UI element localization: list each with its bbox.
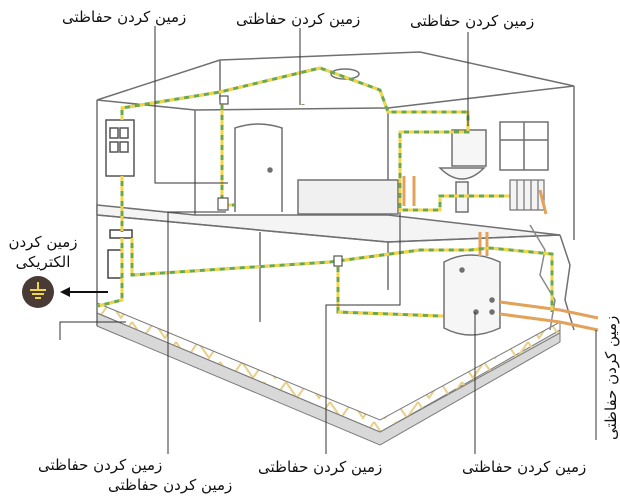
grounding-wires (97, 66, 554, 318)
outlets (217, 95, 343, 267)
ground-arrow (60, 287, 108, 297)
label-bottom-second: زمین کردن حفاظتی (108, 476, 233, 494)
label-top-left: زمین کردن حفاظتی (62, 8, 187, 26)
label-top-center: زمین کردن حفاظتی (236, 10, 361, 28)
sink (438, 129, 487, 213)
ceiling-lamp (330, 68, 360, 80)
bathtub (297, 179, 399, 215)
door (234, 123, 283, 212)
pipes (402, 176, 599, 332)
label-bottom-far-right: زمین کردن حفاظتی (602, 315, 620, 440)
radiator (509, 179, 545, 211)
electrical-panel (105, 119, 135, 177)
label-electrical-line1: زمین کردن (8, 233, 78, 251)
label-electrical-grounding: زمین کردن الکتریکی (2, 232, 84, 272)
leader-lines (59, 26, 597, 454)
label-electrical-line2: الکتریکی (15, 253, 71, 271)
earth-ground-icon (22, 276, 54, 308)
main-grounding-terminal (107, 229, 133, 279)
label-bottom-left: زمین کردن حفاظتی (38, 456, 163, 474)
label-bottom-right: زمین کردن حفاظتی (462, 458, 587, 476)
label-top-right: زمین کردن حفاظتی (410, 12, 535, 30)
water-heater (443, 254, 501, 336)
house-outline (96, 51, 575, 331)
window (499, 121, 549, 171)
label-bottom-center: زمین کردن حفاظتی (258, 458, 383, 476)
